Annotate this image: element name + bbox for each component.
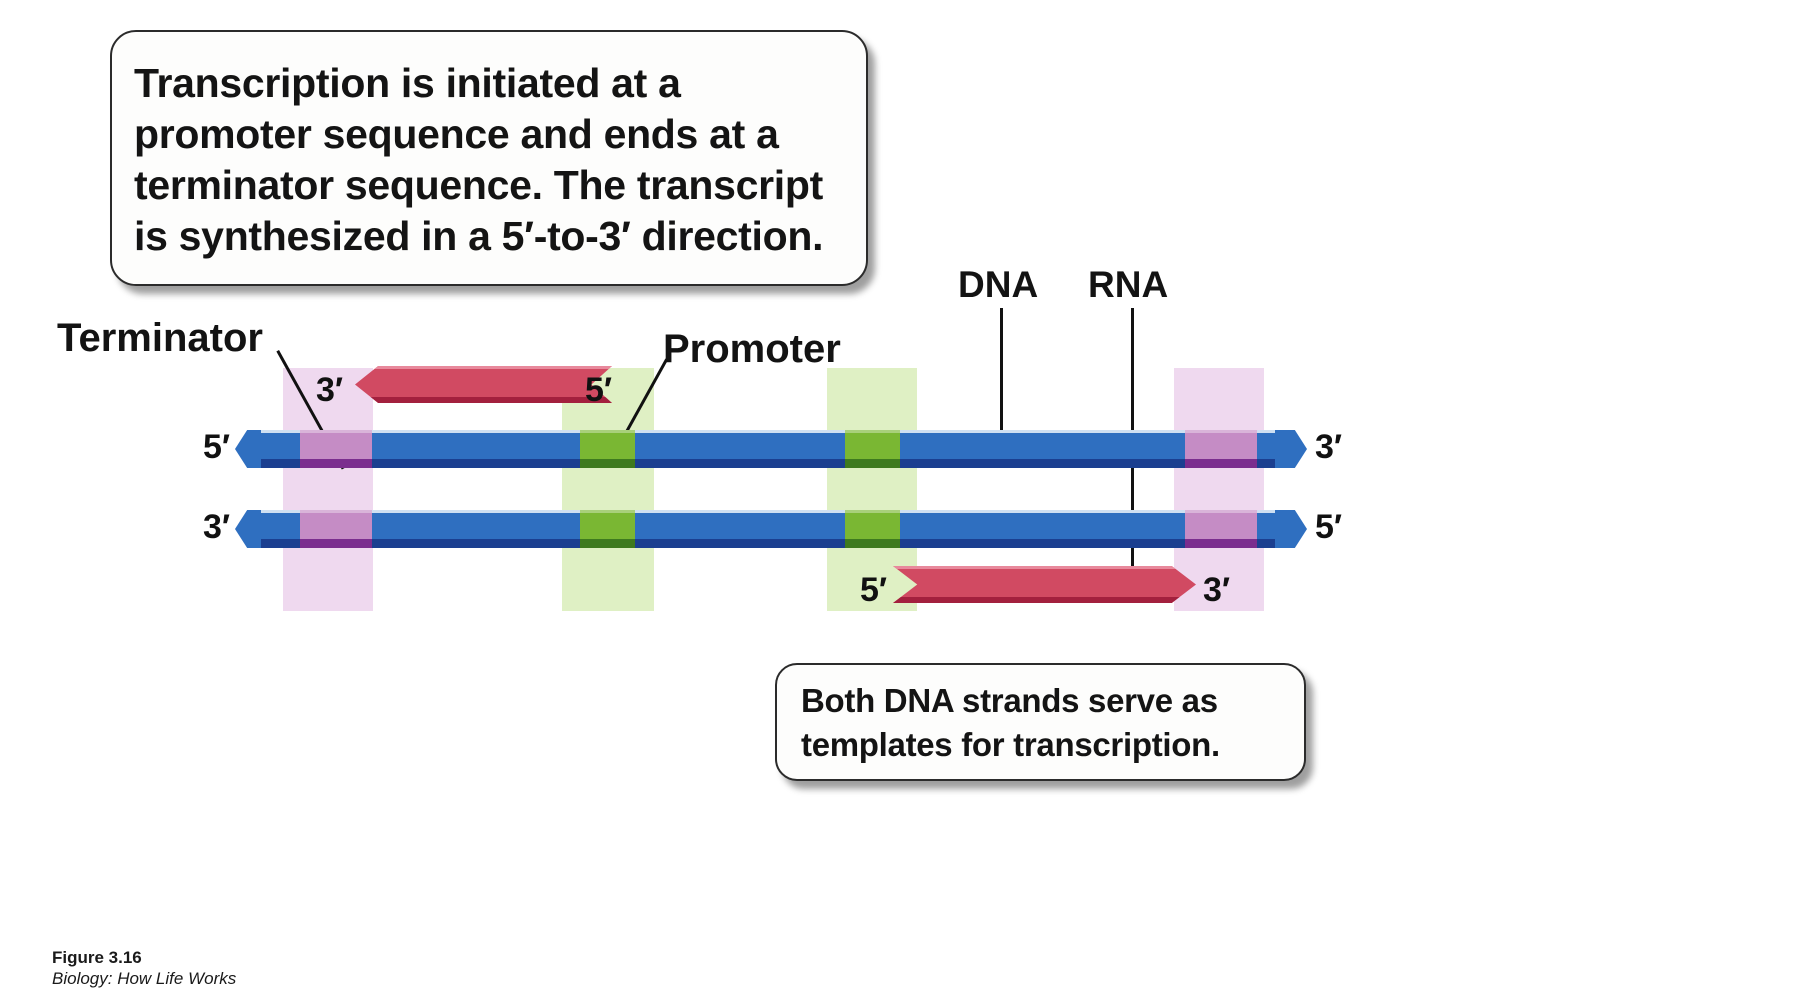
dna-top-promoter-segment-left bbox=[580, 430, 635, 468]
dna-bottom-terminator-segment-right bbox=[1185, 510, 1257, 548]
dna-bottom-bar bbox=[261, 510, 1275, 548]
rna-upper-body bbox=[355, 366, 612, 403]
dna-bottom-5prime-label: 5′ bbox=[1315, 508, 1343, 546]
rna-transcript-upper bbox=[355, 366, 612, 403]
dna-bottom-promoter-segment-left bbox=[580, 510, 635, 548]
dna-leader-line bbox=[1000, 308, 1003, 453]
dna-bottom-terminator-segment-left bbox=[300, 510, 372, 548]
dna-bottom-right-tip bbox=[1275, 510, 1307, 548]
promoter-label: Promoter bbox=[663, 327, 841, 371]
dna-top-terminator-segment-right bbox=[1185, 430, 1257, 468]
dna-top-terminator-segment-left bbox=[300, 430, 372, 468]
terminator-label: Terminator bbox=[57, 316, 263, 360]
rna-lower-5prime-label: 5′ bbox=[860, 571, 888, 609]
dna-label: DNA bbox=[958, 264, 1039, 305]
dna-top-right-tip bbox=[1275, 430, 1307, 468]
rna-transcript-lower bbox=[893, 566, 1196, 603]
figure-source: Biology: How Life Works bbox=[52, 969, 237, 988]
dna-top-bar bbox=[261, 430, 1275, 468]
rna-upper-3prime-label: 3′ bbox=[316, 371, 344, 409]
rna-lower-3prime-label: 3′ bbox=[1203, 571, 1231, 609]
dna-bottom-promoter-segment-right bbox=[845, 510, 900, 548]
figure-number: Figure 3.16 bbox=[52, 948, 142, 967]
terminator-highlight-left bbox=[283, 368, 373, 611]
terminator-highlight-right bbox=[1174, 368, 1264, 611]
callout-both-strands-info: Both DNA strands serve as templates for … bbox=[775, 663, 1306, 781]
rna-upper-5prime-label: 5′ bbox=[585, 371, 613, 409]
callout-transcription-info: Transcription is initiated at a promoter… bbox=[110, 30, 868, 286]
dna-top-promoter-segment-right bbox=[845, 430, 900, 468]
dna-top-5prime-label: 5′ bbox=[203, 428, 231, 466]
callout-bottom-text: Both DNA strands serve as templates for … bbox=[801, 682, 1220, 763]
dna-bottom-3prime-label: 3′ bbox=[203, 508, 231, 546]
dna-strand-bottom bbox=[235, 510, 1307, 548]
dna-top-3prime-label: 3′ bbox=[1315, 428, 1343, 466]
dna-strand-top bbox=[235, 430, 1307, 468]
rna-label: RNA bbox=[1088, 264, 1169, 305]
figure-caption: Figure 3.16 Biology: How Life Works bbox=[52, 947, 236, 989]
rna-lower-body bbox=[893, 566, 1196, 603]
callout-top-text: Transcription is initiated at a promoter… bbox=[134, 60, 824, 259]
